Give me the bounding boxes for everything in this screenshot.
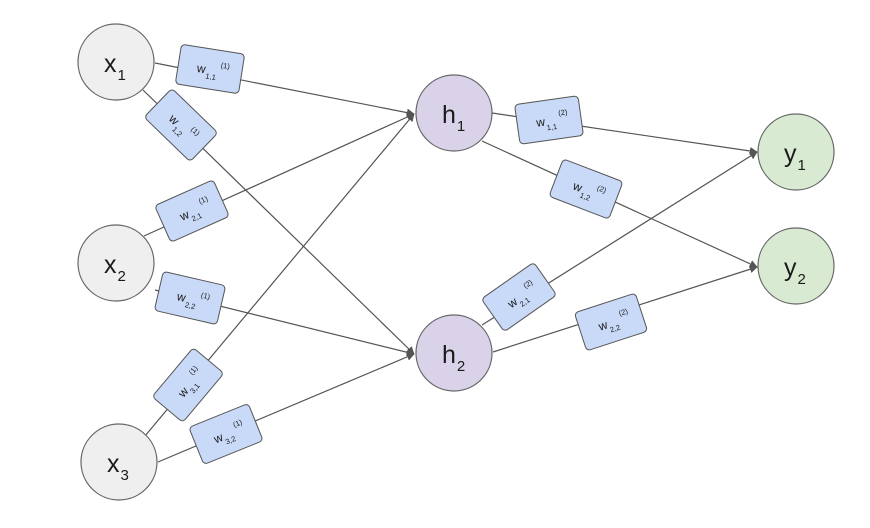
node-subscript: 3 bbox=[121, 467, 129, 484]
weight-box bbox=[482, 263, 556, 331]
weight-sub: 2,2 bbox=[184, 300, 196, 311]
node-circle bbox=[77, 23, 155, 101]
weight-w21-1: w2,1(1) bbox=[155, 180, 229, 242]
node-label: h bbox=[442, 101, 456, 129]
node-x3: x3 bbox=[80, 423, 158, 501]
node-h2: h2 bbox=[415, 314, 493, 392]
weight-sup: (1) bbox=[200, 291, 211, 302]
weight-w12-2: w1,2(2) bbox=[549, 159, 623, 219]
node-label: x bbox=[107, 450, 120, 478]
svg-text:w2,2(1): w2,2 (1) bbox=[174, 285, 212, 314]
node-circle bbox=[415, 74, 493, 152]
weight-sup: (2) bbox=[618, 306, 630, 318]
weight-sup: (1) bbox=[197, 194, 209, 206]
svg-text:y2: y2 bbox=[784, 254, 806, 288]
node-label: y bbox=[784, 140, 797, 168]
svg-text:w1,1(1): w1,1(1) bbox=[194, 57, 231, 84]
weight-box bbox=[514, 95, 584, 145]
weight-box bbox=[189, 404, 263, 464]
weight-box bbox=[145, 89, 217, 161]
weight-w21-2: w2,1(2) bbox=[482, 263, 556, 331]
node-h1: h1 bbox=[415, 74, 493, 152]
node-circle bbox=[757, 227, 835, 305]
weight-sub: 1,1 bbox=[546, 122, 558, 132]
node-subscript: 2 bbox=[118, 268, 126, 285]
weight-w11-2: w1,1(2) bbox=[514, 95, 584, 145]
node-y1: y1 bbox=[757, 113, 835, 191]
svg-text:x1: x1 bbox=[104, 50, 126, 84]
weight-box bbox=[549, 159, 623, 219]
weight-sub: 2,2 bbox=[609, 323, 622, 335]
svg-text:w1,1(2): w1,1(2) bbox=[534, 107, 571, 133]
svg-text:w1,2(2): w1,2(2) bbox=[569, 175, 608, 208]
weight-main: w bbox=[195, 61, 207, 76]
weight-w22-2: w2,2 (2) bbox=[574, 293, 648, 351]
weight-box bbox=[154, 271, 226, 325]
weight-w11-1: w1,1(1) bbox=[175, 44, 245, 94]
svg-text:x2: x2 bbox=[104, 251, 126, 285]
weight-box bbox=[574, 293, 648, 351]
weight-main: w bbox=[534, 115, 546, 130]
node-circle bbox=[415, 314, 493, 392]
weight-main: w bbox=[175, 289, 188, 305]
node-x2: x2 bbox=[77, 224, 155, 302]
edge-h1-y2 bbox=[481, 140, 758, 268]
weight-w32-1: w3,2(1) bbox=[189, 404, 263, 464]
svg-text:x3: x3 bbox=[107, 450, 129, 484]
node-label: h bbox=[442, 341, 456, 369]
weight-sup: (1) bbox=[220, 61, 231, 71]
node-label: y bbox=[784, 254, 797, 282]
node-subscript: 2 bbox=[798, 271, 806, 288]
svg-text:w2,2(2): w2,2 (2) bbox=[595, 306, 634, 337]
weight-sub: 1,1 bbox=[205, 71, 217, 82]
weight-w31-1: w3,1(1) bbox=[153, 348, 223, 422]
node-circle bbox=[80, 423, 158, 501]
weight-sub: 1,2 bbox=[579, 191, 592, 203]
node-circle bbox=[77, 224, 155, 302]
node-subscript: 2 bbox=[457, 358, 465, 375]
weight-box bbox=[155, 180, 229, 242]
weight-box bbox=[175, 44, 245, 94]
node-y2: y2 bbox=[757, 227, 835, 305]
node-x1: x1 bbox=[77, 23, 155, 101]
weight-sup: (2) bbox=[596, 183, 608, 195]
weight-w22-1: w2,2 (1) bbox=[154, 271, 226, 325]
weight-box bbox=[153, 348, 223, 422]
node-label: x bbox=[104, 50, 117, 78]
weight-w12-1: w1,2(1) bbox=[145, 89, 217, 161]
weight-sup: (1) bbox=[232, 417, 244, 429]
svg-text:h2: h2 bbox=[442, 341, 465, 375]
svg-text:y1: y1 bbox=[784, 140, 806, 174]
weight-main: w bbox=[596, 318, 610, 334]
weight-sub: 3,2 bbox=[224, 434, 237, 446]
weight-sup: (2) bbox=[558, 107, 569, 117]
node-label: x bbox=[104, 251, 117, 279]
svg-text:h1: h1 bbox=[442, 101, 465, 135]
node-subscript: 1 bbox=[457, 118, 465, 135]
node-subscript: 1 bbox=[118, 67, 126, 84]
node-circle bbox=[757, 113, 835, 191]
node-subscript: 1 bbox=[798, 157, 806, 174]
weight-sub: 2,1 bbox=[190, 211, 203, 223]
